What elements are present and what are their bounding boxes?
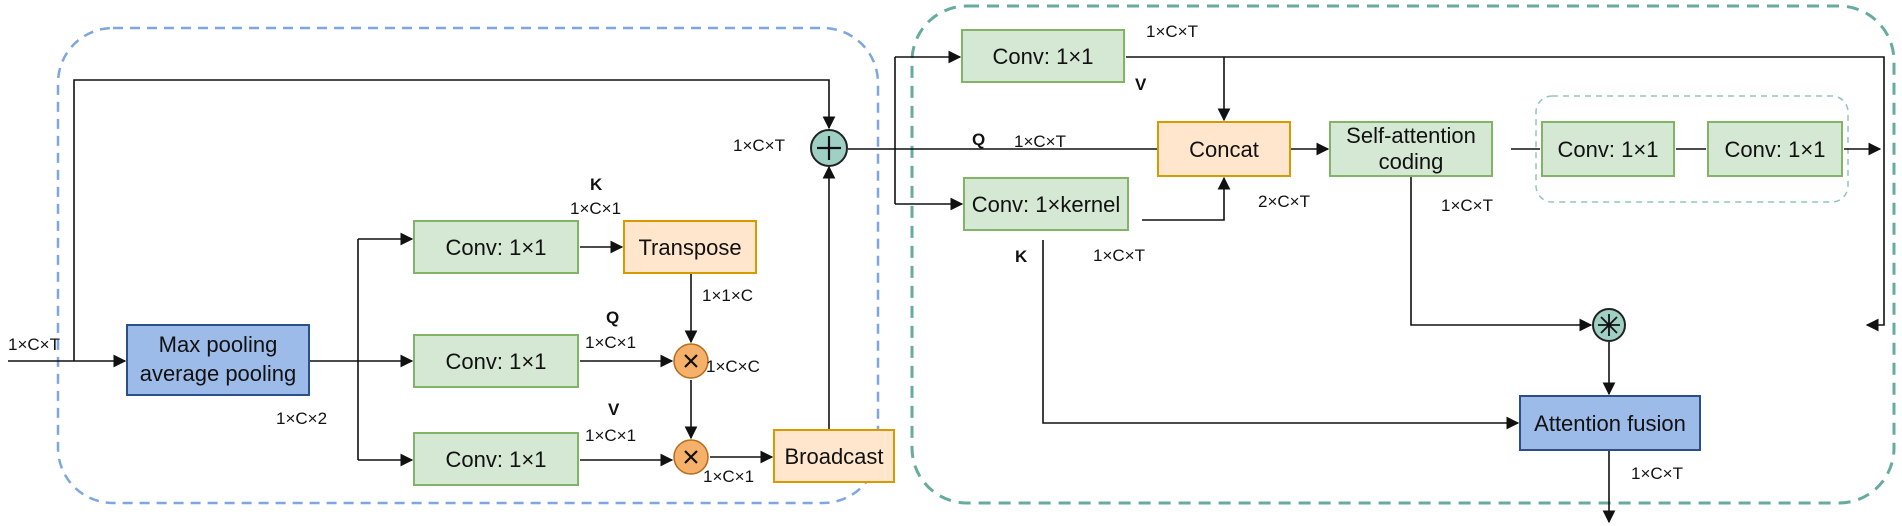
- circle-times-icon: [673, 439, 709, 475]
- conv-q-label: Conv: 1×1: [446, 349, 547, 374]
- transpose-box: Transpose: [623, 220, 757, 274]
- q-label: Q: [606, 308, 619, 327]
- mul2-dim-label: 1×C×1: [703, 467, 754, 486]
- right-v-dim-label: 1×C×T: [1146, 22, 1198, 41]
- k-label: K: [590, 175, 603, 194]
- broadcast-box: Broadcast: [773, 429, 895, 483]
- right-conv-k-box: Conv: 1×kernel: [963, 177, 1129, 231]
- transpose-label: Transpose: [638, 235, 741, 260]
- conv-v-out-wire: [1126, 56, 1885, 332]
- input-dim-label: 1×C×T: [8, 335, 60, 354]
- conv-v-box: Conv: 1×1: [413, 432, 579, 486]
- pooling-box: Max pooling average pooling: [126, 324, 310, 396]
- broadcast-label: Broadcast: [784, 444, 883, 469]
- circle-plus-icon: [810, 129, 848, 167]
- pooling-label-1: Max pooling: [159, 332, 278, 357]
- pool-out-dim-label: 1×C×2: [276, 409, 327, 428]
- conv-q-box: Conv: 1×1: [413, 334, 579, 388]
- v-dim-label: 1×C×1: [585, 426, 636, 445]
- conv-a-box: Conv: 1×1: [1541, 121, 1675, 177]
- right-k-dim-label: 1×C×T: [1093, 246, 1145, 265]
- self-attention-box: Self-attention coding: [1329, 121, 1493, 177]
- conv-a-label: Conv: 1×1: [1558, 137, 1659, 162]
- v-label: V: [608, 400, 620, 419]
- mul1-dim-label: 1×C×C: [706, 357, 760, 376]
- circle-asterisk-icon: [1592, 308, 1626, 342]
- right-v-label: V: [1135, 75, 1147, 94]
- right-k-label: K: [1015, 247, 1028, 266]
- conv-b-label: Conv: 1×1: [1725, 137, 1826, 162]
- self-attention-label-2: coding: [1379, 149, 1444, 174]
- k-dim-label: 1×C×1: [570, 199, 621, 218]
- right-module-frame: [910, 4, 1896, 505]
- right-conv-v-box: Conv: 1×1: [961, 29, 1125, 83]
- concat-box: Concat: [1157, 121, 1291, 177]
- right-q-label: Q: [972, 130, 985, 149]
- conv-k-label: Conv: 1×1: [446, 235, 547, 260]
- conv-b-box: Conv: 1×1: [1707, 121, 1843, 177]
- pooling-label-2: average pooling: [140, 361, 297, 386]
- right-conv-k-label: Conv: 1×kernel: [972, 192, 1121, 217]
- q-dim-label: 1×C×1: [585, 333, 636, 352]
- sa-down-wire: [1410, 176, 1593, 332]
- left-module-frame: [56, 26, 880, 505]
- attention-fusion-label: Attention fusion: [1534, 411, 1686, 436]
- conv-v-label: Conv: 1×1: [446, 447, 547, 472]
- circle-times-icon: [673, 343, 709, 379]
- right-q-dim-label: 1×C×T: [1014, 132, 1066, 151]
- k-to-fusion-wire: [1042, 240, 1520, 430]
- plus-dim-label: 1×C×T: [733, 136, 785, 155]
- concat-label: Concat: [1189, 137, 1259, 162]
- conv-k-box: Conv: 1×1: [413, 220, 579, 274]
- transpose-dim-label: 1×1×C: [702, 286, 753, 305]
- self-attention-label-1: Self-attention: [1346, 123, 1476, 148]
- sa-dim-label: 1×C×T: [1441, 196, 1493, 215]
- attention-fusion-box: Attention fusion: [1519, 395, 1701, 451]
- concat-dim-label: 2×C×T: [1258, 192, 1310, 211]
- output-dim-label: 1×C×T: [1631, 464, 1683, 483]
- right-conv-v-label: Conv: 1×1: [993, 44, 1094, 69]
- skip-wire: [73, 79, 836, 361]
- conv-k-to-concat-wire: [1142, 176, 1231, 221]
